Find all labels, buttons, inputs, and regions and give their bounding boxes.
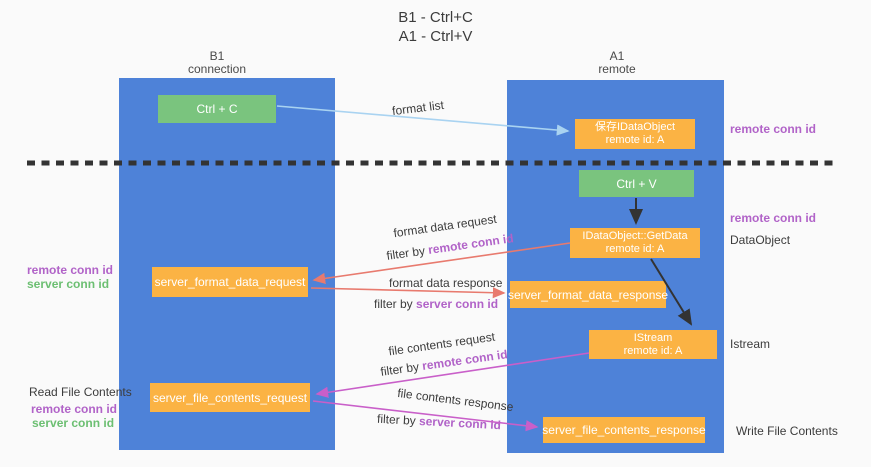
label-file-contents-response: file contents response bbox=[396, 385, 515, 415]
box-ctrl-c-label: Ctrl + C bbox=[196, 102, 238, 116]
box-istream-line2: remote id: A bbox=[623, 344, 683, 357]
right-column-subtitle: remote bbox=[598, 62, 636, 76]
label-left-remote-conn-id-1: remote conn id bbox=[27, 263, 114, 277]
box-istream-line1: IStream bbox=[633, 331, 673, 344]
box-idataobject-getdata: IDataObject::GetData remote id: A bbox=[570, 228, 700, 258]
box-server-format-data-response: server_format_data_response bbox=[507, 281, 669, 308]
box-server-format-data-request-label: server_format_data_request bbox=[154, 275, 306, 289]
filter-by-server-conn-id: server conn id bbox=[418, 413, 502, 433]
label-dataobject: DataObject bbox=[730, 233, 791, 247]
box-istream: IStream remote id: A bbox=[589, 330, 717, 359]
filter-by-text: filter by bbox=[379, 359, 424, 379]
box-server-file-contents-response-label: server_file_contents_response bbox=[542, 423, 706, 437]
label-left-remote-conn-id-2: remote conn id bbox=[31, 402, 118, 416]
left-column-header: B1 connection bbox=[152, 50, 282, 76]
right-column-name: A1 bbox=[609, 49, 625, 63]
label-left-server-conn-id-1: server conn id bbox=[27, 277, 110, 291]
box-ctrl-v: Ctrl + V bbox=[579, 170, 694, 197]
filter-by-text: filter by bbox=[374, 297, 417, 311]
left-column-subtitle: connection bbox=[187, 62, 247, 76]
diagram-title: B1 - Ctrl+C A1 - Ctrl+V bbox=[0, 8, 871, 46]
box-ctrl-v-label: Ctrl + V bbox=[616, 176, 657, 191]
label-write-file-contents: Write File Contents bbox=[736, 424, 838, 438]
label-read-file-contents: Read File Contents bbox=[29, 385, 132, 399]
left-column-name: B1 bbox=[209, 49, 225, 63]
label-filter-by-server-2: filter by server conn id bbox=[377, 412, 502, 432]
title-line-1: B1 - Ctrl+C bbox=[398, 9, 473, 26]
label-remote-conn-id-top: remote conn id bbox=[730, 122, 817, 136]
filter-by-text: filter by bbox=[385, 243, 430, 263]
box-save-idataobject-line2: remote id: A bbox=[605, 134, 665, 146]
label-istream: Istream bbox=[730, 337, 771, 351]
title-line-2: A1 - Ctrl+V bbox=[398, 28, 473, 45]
label-format-data-response: format data response bbox=[389, 276, 503, 290]
label-remote-conn-id-mid: remote conn id bbox=[730, 211, 817, 225]
box-ctrl-c: Ctrl + C bbox=[158, 95, 276, 123]
label-left-server-conn-id-2: server conn id bbox=[32, 416, 115, 430]
box-server-format-data-request: server_format_data_request bbox=[152, 267, 308, 297]
filter-by-remote-conn-id: remote conn id bbox=[427, 231, 515, 257]
box-getdata-line1: IDataObject::GetData bbox=[582, 230, 688, 242]
box-server-file-contents-response: server_file_contents_response bbox=[542, 417, 706, 443]
box-getdata-line2: remote id: A bbox=[605, 243, 665, 255]
box-save-idataobject-line1: 保存IDataObject bbox=[594, 121, 676, 133]
right-column-header: A1 remote bbox=[552, 50, 682, 76]
box-server-format-data-response-label: server_format_data_response bbox=[507, 287, 669, 302]
box-save-idataobject: 保存IDataObject remote id: A bbox=[575, 119, 695, 149]
filter-by-server-conn-id: server conn id bbox=[416, 297, 499, 311]
box-server-file-contents-request: server_file_contents_request bbox=[150, 383, 310, 412]
label-filter-by-server-1: filter by server conn id bbox=[374, 297, 498, 311]
box-server-file-contents-request-label: server_file_contents_request bbox=[152, 390, 308, 405]
label-format-list: format list bbox=[391, 97, 445, 119]
filter-by-text: filter by bbox=[376, 411, 420, 428]
